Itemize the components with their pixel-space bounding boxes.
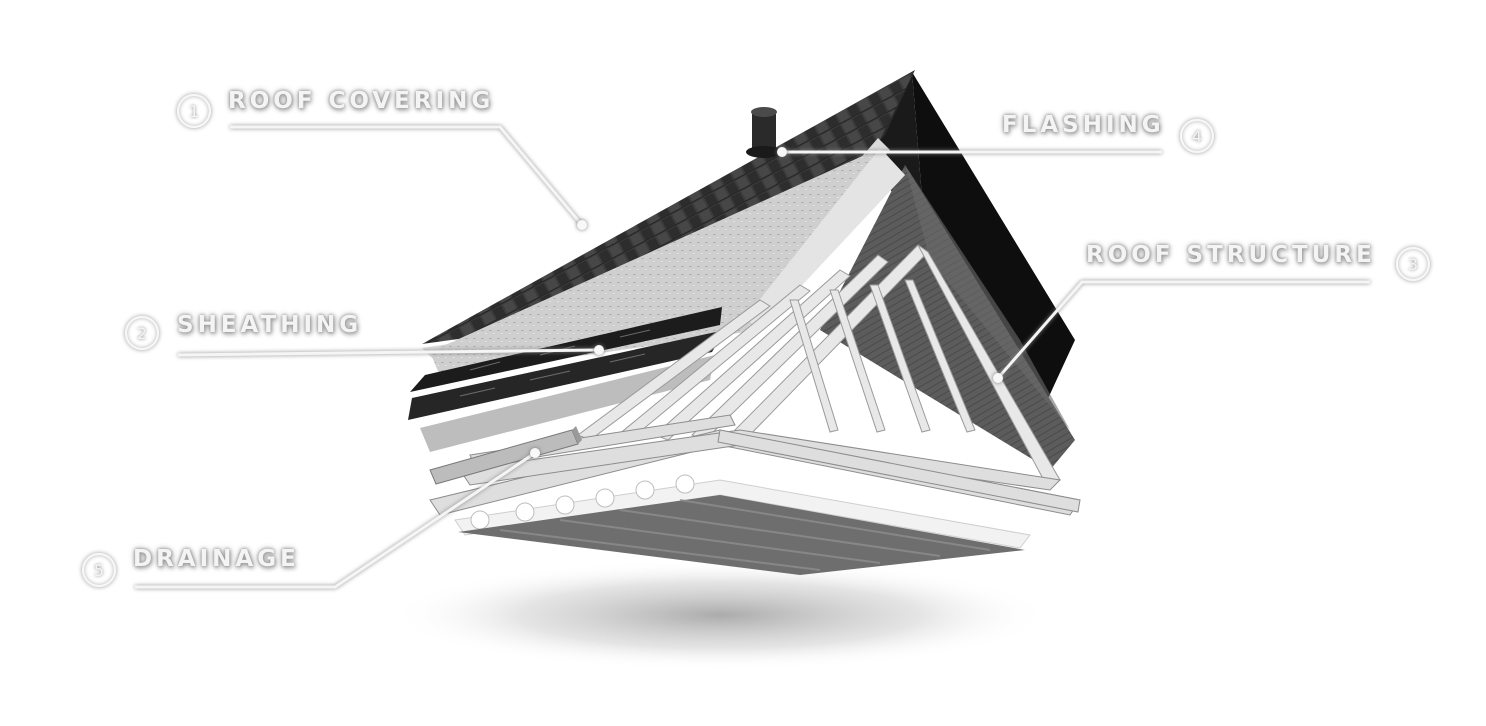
callout-badge-sheathing: 2 xyxy=(125,316,159,350)
callout-badge-flashing: 4 xyxy=(1180,119,1214,153)
callout-badge-roof-structure: 3 xyxy=(1396,247,1430,281)
leader-dot-sheathing xyxy=(594,345,604,355)
insulation-layer xyxy=(454,479,1031,549)
leader-line-sheathing xyxy=(177,348,600,357)
leader-dot-flashing xyxy=(777,147,787,157)
callout-label-drainage: DRAINAGE xyxy=(133,546,300,572)
ceiling-panel xyxy=(458,495,1025,575)
callout-label-sheathing: SHEATHING xyxy=(177,312,363,338)
leader-dot-roof-covering xyxy=(577,220,587,230)
truss-structure xyxy=(576,244,1061,489)
membrane-layer-2 xyxy=(408,330,725,420)
lower-sheathing xyxy=(420,355,715,452)
leader-line-roof-covering xyxy=(230,125,584,226)
leader-line-roof-structure xyxy=(996,280,1370,379)
roof-vent xyxy=(746,107,782,158)
ground-shadow xyxy=(390,560,1050,670)
leader-line-drainage xyxy=(135,451,536,589)
callout-badge-roof-covering: 1 xyxy=(177,94,211,128)
sheathing-panel xyxy=(430,148,905,376)
back-sheathing xyxy=(820,165,1075,470)
shingle-layer xyxy=(422,70,915,344)
leader-dot-roof-structure xyxy=(993,373,1003,383)
callout-label-flashing: FLASHING xyxy=(1002,112,1165,138)
callout-label-roof-structure: ROOF STRUCTURE xyxy=(1086,242,1376,268)
callout-badge-drainage: 5 xyxy=(82,553,116,587)
leader-dot-drainage xyxy=(530,448,540,458)
callout-label-roof-covering: ROOF COVERING xyxy=(228,88,495,114)
gable-end xyxy=(912,72,1075,405)
gutter xyxy=(429,429,579,485)
